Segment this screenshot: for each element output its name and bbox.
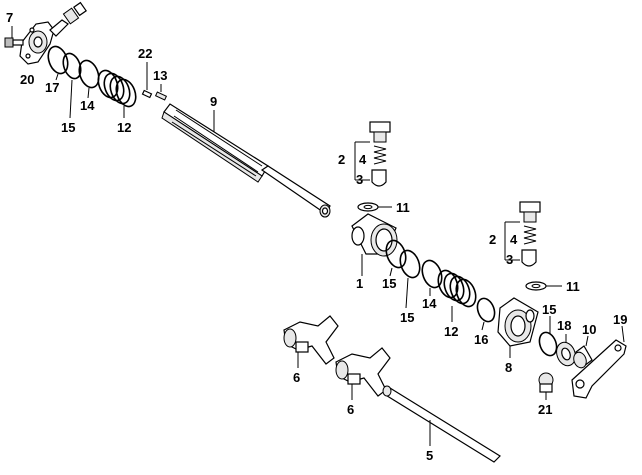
label-15: 15	[382, 276, 396, 291]
label-11: 11	[396, 200, 410, 215]
label-7: 7	[6, 10, 13, 25]
part-7-bolt	[4, 37, 24, 48]
part-13-spring	[154, 91, 168, 101]
part-16-ring	[476, 297, 496, 323]
label-21: 21	[538, 402, 552, 417]
part-5-fork-shaft	[382, 385, 501, 463]
part-3-plunger-upper	[371, 169, 387, 187]
label-1: 1	[356, 276, 363, 291]
part-9-shift-shaft	[161, 103, 331, 218]
part-14-ring-left	[78, 59, 100, 89]
label-2: 2	[489, 232, 496, 247]
label-15: 15	[542, 302, 556, 317]
label-20: 20	[20, 72, 34, 87]
part-8-drum-segment	[497, 297, 539, 347]
part-12-spring-mid	[437, 269, 477, 308]
label-17: 17	[45, 80, 59, 95]
part-11-washer-upper	[357, 202, 379, 212]
part-17-ring	[47, 45, 69, 75]
label-12: 12	[444, 324, 458, 339]
label-5: 5	[426, 448, 433, 463]
label-14: 14	[422, 296, 437, 311]
label-12: 12	[117, 120, 131, 135]
part-4-spring-upper	[373, 145, 387, 165]
label-10: 10	[582, 322, 596, 337]
part-22-pin	[141, 89, 153, 99]
part-3-plunger-lower	[521, 249, 537, 267]
label-19: 19	[613, 312, 627, 327]
label-2: 2	[338, 152, 345, 167]
part-6-shift-fork-a	[283, 315, 339, 365]
part-1-drum-segment	[351, 213, 398, 257]
part-12-spring-left	[97, 69, 137, 108]
label-15: 15	[400, 310, 414, 325]
label-3: 3	[356, 172, 363, 187]
part-15-ring-left	[62, 52, 82, 80]
part-6-shift-fork-b	[335, 347, 391, 397]
part-15-ring-mid-b	[399, 249, 421, 279]
part-2-plug-lower	[519, 201, 541, 223]
part-19-arm	[571, 339, 627, 399]
label-13: 13	[153, 68, 167, 83]
part-10-collar	[573, 345, 593, 369]
part-4-spring-lower	[523, 225, 537, 245]
label-16: 16	[474, 332, 488, 347]
part-20-cover-plate	[19, 1, 87, 65]
part-11-washer-lower	[525, 281, 547, 291]
label-6: 6	[347, 402, 354, 417]
part-14-ring-mid	[421, 259, 443, 289]
part-21-ball	[538, 372, 554, 393]
label-9: 9	[210, 94, 217, 109]
label-22: 22	[138, 46, 152, 61]
label-4: 4	[510, 232, 518, 247]
label-18: 18	[557, 318, 571, 333]
label-14: 14	[80, 98, 95, 113]
label-3: 3	[506, 252, 513, 267]
label-15: 15	[61, 120, 75, 135]
label-8: 8	[505, 360, 512, 375]
part-15-ring-right	[538, 331, 558, 357]
part-18-bearing	[556, 341, 576, 367]
label-6: 6	[293, 370, 300, 385]
part-2-plug-upper	[369, 121, 391, 143]
label-11: 11	[566, 279, 580, 294]
label-4: 4	[359, 152, 367, 167]
